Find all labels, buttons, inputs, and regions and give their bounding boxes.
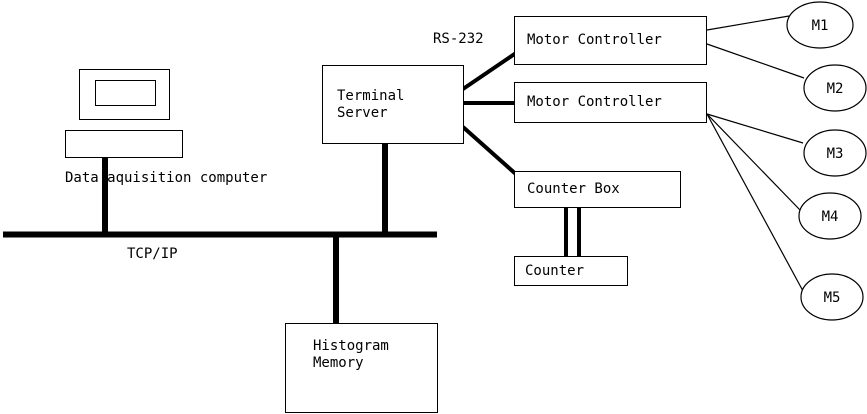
motor-controller-2-to-m5-line bbox=[706, 113, 804, 292]
node-counter-label: Counter bbox=[525, 262, 585, 279]
motor-ellipse-m1[interactable] bbox=[786, 1, 854, 49]
motor-ellipse-m5[interactable] bbox=[800, 273, 864, 321]
motor-ellipse-m4[interactable] bbox=[798, 192, 862, 240]
node-motor-controller-1[interactable]: Motor Controller bbox=[514, 16, 707, 65]
motor-label-m2: M2 bbox=[826, 81, 844, 97]
node-counter-box[interactable]: Counter Box bbox=[514, 171, 681, 208]
node-terminal-server[interactable]: Terminal Server bbox=[322, 65, 464, 144]
terminal-server-to-counter-box-line bbox=[461, 125, 520, 178]
motor-controller-1-to-m2-line bbox=[706, 43, 805, 79]
computer-screen-icon bbox=[95, 80, 156, 106]
motor-label-m1: M1 bbox=[811, 18, 829, 34]
node-counter[interactable]: Counter bbox=[514, 256, 628, 286]
terminal-server-to-motor-controller-1-line bbox=[461, 51, 518, 91]
motor-controller-2-to-m3-line bbox=[706, 113, 804, 144]
node-motor-controller-1-label: Motor Controller bbox=[527, 32, 662, 48]
motor-controller-2-to-m4-line bbox=[706, 113, 801, 211]
link-label-rs232: RS-232 bbox=[433, 31, 484, 47]
node-histogram-memory[interactable]: Histogram Memory bbox=[285, 323, 438, 413]
node-motor-controller-2[interactable]: Motor Controller bbox=[514, 82, 707, 123]
motor-label-m3: M3 bbox=[826, 146, 844, 162]
motor-label-m4: M4 bbox=[821, 209, 839, 225]
node-motor-controller-2-label: Motor Controller bbox=[527, 94, 662, 110]
node-computer-label: Data aquisition computer bbox=[65, 170, 268, 186]
motor-controller-1-to-m1-line bbox=[706, 15, 790, 31]
motor-ellipse-m3[interactable] bbox=[803, 129, 867, 177]
node-histogram-memory-label: Histogram Memory bbox=[313, 338, 389, 371]
link-label-tcpip: TCP/IP bbox=[127, 246, 178, 262]
motor-ellipse-m2[interactable] bbox=[803, 64, 867, 112]
motor-label-m5: M5 bbox=[823, 290, 841, 306]
node-terminal-server-label: Terminal Server bbox=[337, 87, 405, 121]
node-counter-box-label: Counter Box bbox=[527, 181, 620, 197]
computer-base-icon bbox=[65, 130, 183, 158]
